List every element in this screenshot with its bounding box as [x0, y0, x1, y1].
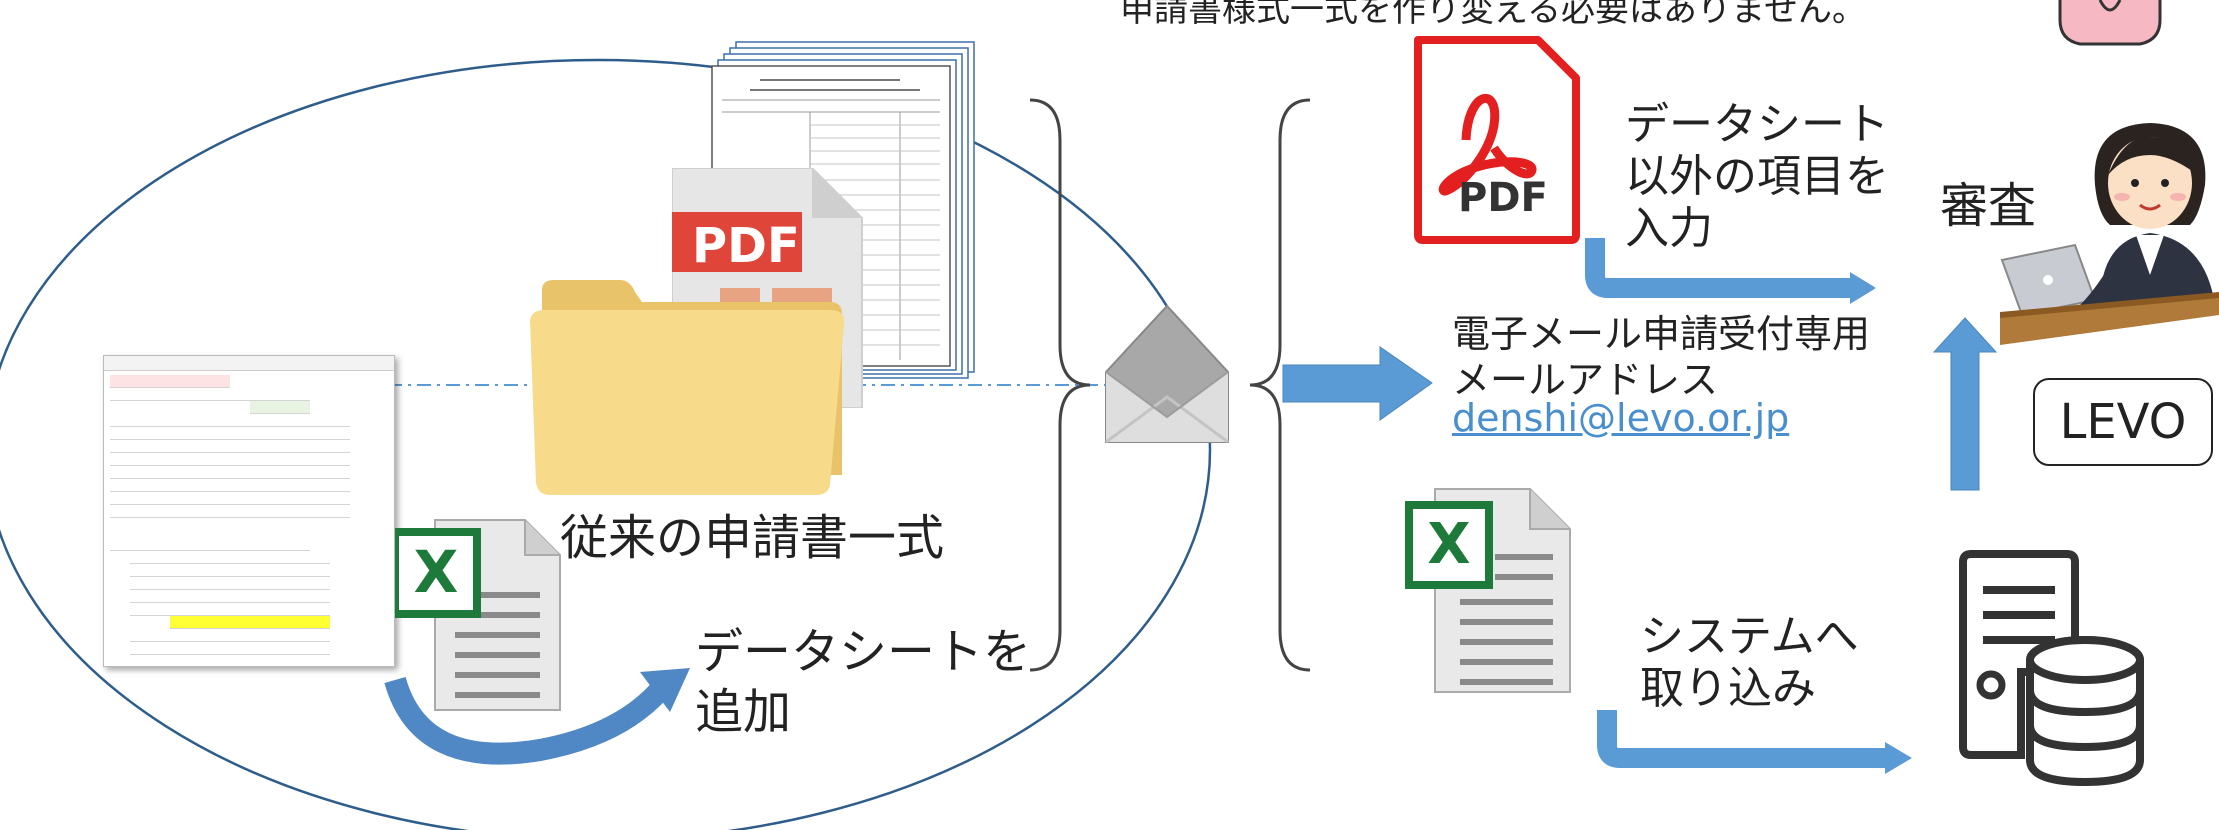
add-datasheet-arrowhead [640, 668, 690, 712]
levo-label: LEVO [2059, 394, 2187, 450]
svg-text:X: X [1427, 512, 1470, 577]
pdf-to-review-arrow [1585, 238, 1850, 298]
add-datasheet-curved-arrow [384, 676, 669, 765]
pdf-to-review-arrowhead [1850, 272, 1876, 304]
folder-label: 従来の申請書一式 [560, 510, 945, 566]
levo-org-box: LEVO [2033, 378, 2213, 466]
send-arrow [1282, 346, 1433, 421]
pdf-caption-line1: データシート [1625, 99, 1889, 150]
excel-icon: X [1405, 487, 1585, 697]
review-label: 審査 [1940, 178, 2037, 234]
email-info-line1: 電子メール申請受付専用 [1452, 312, 1871, 356]
email-address-link[interactable]: denshi@levo.or.jp [1452, 396, 1790, 440]
datasheet-screenshot [103, 355, 395, 667]
envelope-icon [1102, 302, 1232, 447]
add-datasheet-label-line2: 追加 [695, 684, 792, 740]
reviewer-person-icon [2000, 115, 2219, 345]
pdf-caption-line2: 以外の項目を [1625, 151, 1889, 202]
excel-caption-line2: 取り込み [1640, 663, 1816, 714]
email-info-line2: メールアドレス [1452, 358, 1719, 402]
add-datasheet-label-line1: データシートを [695, 624, 1032, 680]
excel-icon: X [391, 510, 570, 715]
excel-caption-line1: システムへ [1640, 611, 1859, 662]
svg-text:X: X [414, 538, 459, 606]
excel-to-system-arrowhead [1885, 742, 1912, 774]
pdf-icon-label: PDF [692, 218, 800, 274]
pdf-caption-line3: 入力 [1625, 203, 1713, 254]
excel-to-system-arrow [1597, 710, 1885, 768]
left-brace [1029, 98, 1091, 672]
left-group-ellipse [0, 58, 1212, 830]
server-database-icon [1955, 550, 2160, 790]
pdf-icon: PDF [1408, 30, 1583, 245]
top-note: 申請書様式一式を作り変える必要はありません。 [1120, 0, 1866, 30]
person-partial-icon [2058, 0, 2162, 46]
folder-icon [530, 280, 850, 495]
right-brace [1249, 98, 1311, 672]
pdf-icon-text: PDF [1458, 175, 1548, 221]
up-arrow [1932, 317, 1998, 491]
